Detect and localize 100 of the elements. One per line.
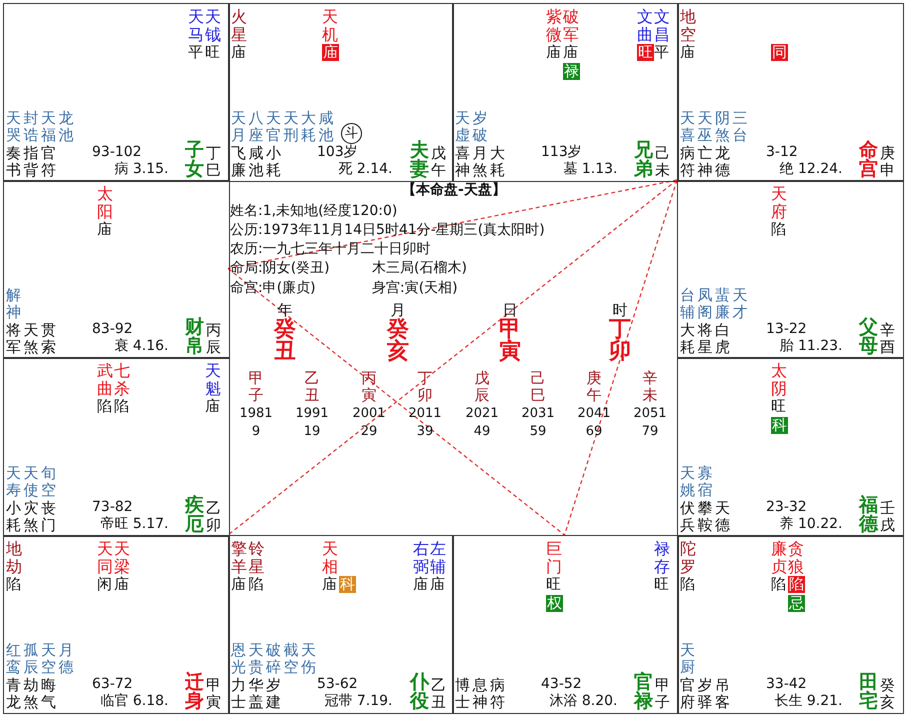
deity-name: 龙德	[715, 145, 730, 178]
decade-year: 2031	[521, 407, 555, 422]
decade-stem-branch: 甲子	[248, 370, 264, 403]
brightness-label: 陷	[771, 221, 786, 238]
palace-name: 兄弟	[634, 141, 653, 179]
pillar-label: 年	[278, 302, 292, 318]
brightness-label: 旺	[205, 44, 220, 60]
minor-star-name: 阴煞	[715, 110, 730, 143]
brightness-label: 闲	[97, 576, 112, 592]
deity-name: 大耗	[680, 322, 695, 355]
malefic-star-name: 地劫	[6, 540, 22, 576]
deity-name: 力士	[231, 677, 246, 710]
stem-branch: 壬戌	[880, 500, 895, 533]
decade-age: 49	[474, 425, 490, 440]
deity-name: 岁驿	[698, 677, 712, 710]
auxiliary-star-name: 禄存	[654, 540, 670, 576]
brightness-label: 庙	[546, 44, 561, 60]
brightness-label: 庙	[205, 398, 220, 414]
minor-star-name: 天伤	[301, 642, 316, 675]
deity-name: 白虎	[715, 322, 730, 355]
minor-star-name: 台辅	[680, 287, 695, 320]
decade-range: 83-92	[92, 322, 133, 338]
deity-name: 官符	[41, 145, 56, 178]
deity-name: 小耗	[6, 500, 21, 533]
palace-name: 命宫	[859, 141, 878, 179]
malefic-star-name: 擎羊	[231, 540, 247, 576]
brightness-label: 陷	[97, 398, 112, 414]
minor-star-name: 天官	[266, 110, 281, 143]
transformation-badge: 忌	[788, 595, 805, 612]
brightness-label: 庙	[97, 221, 112, 238]
transformation-badge: 科	[771, 417, 788, 434]
life-stage-date: 沐浴 8.20.	[549, 694, 618, 710]
palace-cell	[677, 180, 904, 358]
deity-name: 奏书	[6, 145, 21, 178]
deity-name: 将军	[6, 322, 21, 355]
life-stage-date: 病 3.15.	[114, 162, 168, 178]
stem-branch: 己未	[655, 145, 670, 178]
palace-name: 福德	[859, 496, 878, 534]
palace-name: 子女	[185, 141, 204, 179]
decade-year: 1981	[239, 407, 273, 422]
decade-range: 3-12	[766, 145, 798, 160]
deity-name: 喜神	[455, 145, 470, 178]
decade-range: 63-72	[92, 677, 133, 692]
deity-name: 青龙	[6, 677, 21, 710]
palace-cell	[677, 357, 904, 536]
decade-stem-branch: 戊辰	[474, 370, 490, 403]
stem-branch: 辛酉	[880, 322, 895, 355]
highlighted-brightness-badge: 同	[771, 44, 788, 60]
minor-star-name: 红鸾	[6, 642, 21, 675]
main-star-name: 天府	[771, 185, 787, 220]
decade-year: 2021	[465, 407, 499, 422]
info-line: 身宫:寅(天相)	[372, 281, 458, 296]
decade-range: 73-82	[92, 500, 133, 516]
minor-star-name: 天虚	[455, 110, 470, 143]
brightness-label: 庙	[114, 576, 129, 592]
highlighted-brightness-badge: 旺	[637, 44, 654, 60]
decade-age: 79	[642, 425, 658, 440]
deity-name: 灾煞	[24, 500, 38, 533]
brightness-label: 平	[654, 44, 669, 60]
deity-name: 劫煞	[24, 677, 38, 710]
decade-age: 69	[586, 425, 602, 440]
pillar-stem-branch: 癸丑	[274, 319, 296, 363]
minor-star-name: 天巫	[698, 110, 712, 143]
deity-name: 攀鞍	[698, 500, 712, 533]
palace-name: 财帛	[185, 318, 204, 356]
minor-star-name: 天使	[24, 465, 38, 498]
auxiliary-star-name: 文曲	[637, 8, 653, 44]
minor-star-name: 截空	[284, 642, 298, 675]
brightness-label: 旺	[654, 576, 669, 592]
palace-name: 夫妻	[410, 141, 429, 179]
deity-name: 吊客	[715, 677, 730, 710]
deity-name: 贯索	[41, 322, 56, 355]
main-star-name: 天机	[322, 8, 338, 44]
brightness-label: 平	[188, 44, 203, 60]
main-star-name: 紫微	[546, 8, 562, 44]
brightness-label: 庙	[322, 576, 337, 592]
minor-star-name: 旬空	[41, 465, 56, 498]
decade-stem-branch: 己巳	[530, 370, 546, 403]
minor-star-name: 寡宿	[698, 465, 712, 498]
transformation-badge: 禄	[563, 63, 580, 80]
main-star-name: 天梁	[114, 540, 130, 576]
decade-stem-branch: 乙丑	[304, 370, 320, 403]
deity-name: 官府	[680, 677, 695, 710]
chart-title: 【本命盘-天盘】	[402, 183, 506, 198]
deity-name: 岁建	[266, 677, 281, 710]
minor-star-name: 恩光	[231, 642, 246, 675]
palace-cell	[452, 535, 678, 714]
deity-name: 指背	[24, 145, 38, 178]
decade-range: 23-32	[766, 500, 807, 516]
minor-star-name: 蜚廉	[715, 287, 730, 320]
pillar-label: 日	[502, 302, 518, 318]
brightness-label: 陷	[771, 576, 786, 592]
malefic-star-name: 陀罗	[680, 540, 696, 576]
life-stage-date: 帝旺 5.17.	[100, 517, 168, 532]
decade-range: 113岁	[541, 145, 582, 160]
minor-star-name: 三台	[732, 110, 748, 143]
deity-name: 小耗	[266, 145, 281, 178]
palace-name: 仆役	[410, 673, 429, 711]
life-stage-date: 养 10.22.	[780, 517, 842, 532]
brightness-label: 庙	[231, 44, 246, 60]
